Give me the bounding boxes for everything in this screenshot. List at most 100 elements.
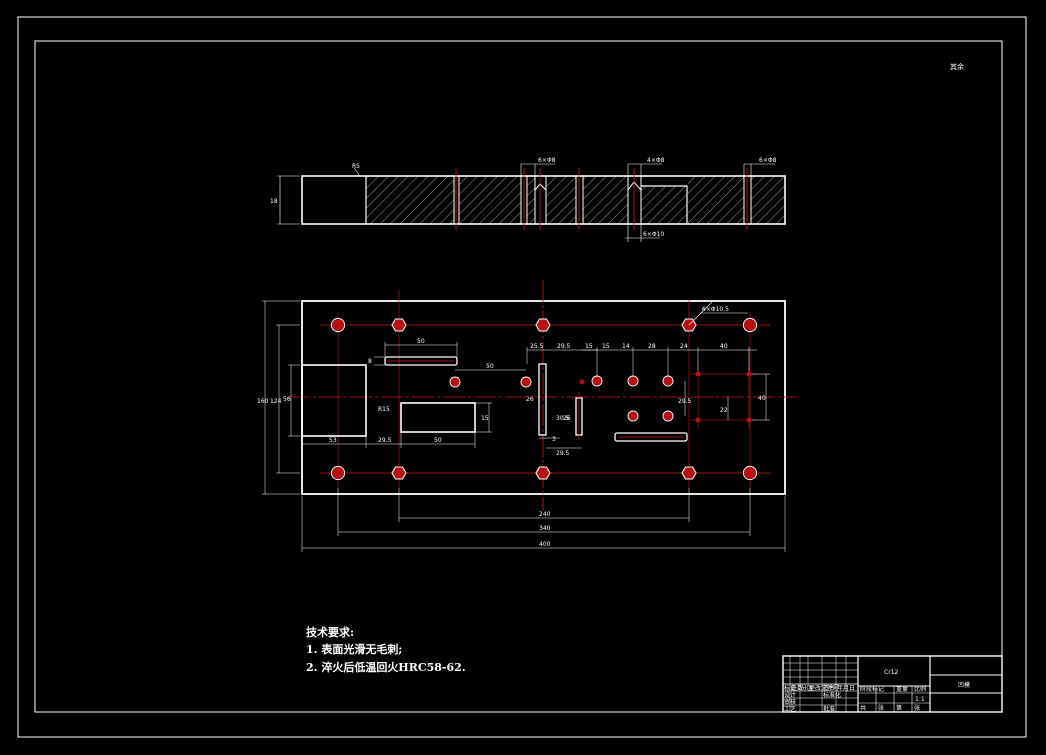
dim-text: 29.5	[556, 450, 570, 457]
section-outline	[301, 175, 786, 225]
small-hole	[662, 410, 674, 422]
tb-label: 签名	[823, 684, 835, 692]
mounting-hole	[742, 465, 758, 481]
tb-label: 工艺	[784, 705, 796, 713]
section-note: R5	[352, 163, 360, 170]
hatch-region	[641, 186, 687, 224]
tb-label: 共	[860, 704, 866, 712]
small-hole	[627, 375, 639, 387]
dim-text: 24	[680, 343, 688, 350]
mounting-hole	[330, 465, 346, 481]
dim-text: 400	[539, 541, 551, 548]
section-note: 6×Φ8	[759, 157, 777, 164]
section-view: 18 R5 6×Φ8 4×Φ8 6×Φ8 6×Φ10	[270, 157, 786, 242]
tb-label: 第	[896, 704, 902, 712]
dim-text: 40	[720, 343, 728, 350]
hatch-region	[751, 176, 785, 224]
dim-text: 50	[434, 437, 442, 444]
tb-label: 标准化	[823, 691, 841, 699]
mounting-hole	[535, 466, 551, 480]
tech-item: 1. 表面光滑无毛刺;	[306, 642, 402, 656]
dim-text: 15	[481, 415, 489, 422]
outer-border	[17, 16, 1027, 738]
hatch-region	[459, 176, 521, 224]
title-block: 标记 处数 分区 更改文件号 签名 年月日 设计 标准化 阶段标记 重量 比例 …	[782, 655, 1003, 713]
section-note: 6×Φ10	[643, 231, 664, 238]
hatch-region	[688, 176, 744, 224]
small-hole	[627, 410, 639, 422]
small-hole	[662, 375, 674, 387]
tech-requirements: 技术要求: 1. 表面光滑无毛刺; 2. 淬火后低温回火HRC58-62.	[306, 625, 466, 674]
tb-label: 阶段标记	[860, 685, 884, 693]
section-note: 6×Φ8	[538, 157, 556, 164]
dim-text: 22	[720, 407, 728, 414]
tb-label: 年月日	[837, 684, 855, 692]
dim-text: 28	[648, 343, 656, 350]
vertical-slot	[538, 363, 547, 436]
tb-label: 张	[914, 704, 920, 712]
tb-label: 重量	[896, 685, 908, 693]
dim-text: 50	[486, 363, 494, 370]
corner-note: 其余	[950, 62, 964, 71]
mounting-hole	[391, 318, 407, 332]
tb-label: 张	[878, 704, 884, 712]
tb-label: 批准	[823, 705, 835, 713]
plan-view: 6×Φ10.5 160	[257, 280, 798, 552]
tb-part-name: 凹模	[958, 681, 970, 689]
tech-item: 2. 淬火后低温回火HRC58-62.	[306, 660, 466, 674]
tb-scale: 1:1	[915, 696, 925, 703]
dim-text: 50	[417, 338, 425, 345]
dim-text: 3	[552, 436, 556, 443]
mounting-hole	[391, 466, 407, 480]
tb-label: 标记	[784, 684, 796, 692]
pin-hole	[579, 379, 585, 385]
dim-text: 8	[368, 358, 372, 365]
dim-text: 240	[539, 511, 551, 518]
long-slot	[614, 432, 688, 442]
hole-callout: 6×Φ10.5	[702, 306, 729, 313]
mounting-hole	[330, 317, 346, 333]
dim-text: 40	[758, 395, 766, 402]
dim-text: 29.5	[557, 343, 571, 350]
hatch-region	[366, 176, 454, 224]
dim-text: 124	[270, 398, 282, 405]
tb-material: Cr12	[884, 669, 898, 676]
dim-text: 53	[329, 437, 337, 444]
mounting-hole	[742, 317, 758, 333]
dim-text: 15	[602, 343, 610, 350]
rect-pocket	[400, 402, 476, 433]
tb-label: 更改文件号	[809, 684, 839, 692]
section-note: 4×Φ8	[647, 157, 665, 164]
square-pocket	[301, 364, 367, 437]
tech-title: 技术要求:	[306, 625, 354, 639]
section-height-dim: 18	[270, 198, 278, 205]
dim-text: 14	[622, 343, 630, 350]
dim-text: 160	[257, 398, 269, 405]
tb-label: 设计	[784, 691, 796, 699]
hatch-region	[527, 176, 535, 224]
small-hole	[591, 375, 603, 387]
long-slot	[384, 356, 458, 366]
tb-label: 审核	[784, 698, 796, 706]
mounting-hole	[535, 318, 551, 332]
dim-text: 15	[585, 343, 593, 350]
mounting-hole	[681, 466, 697, 480]
tb-label: 比例	[914, 685, 926, 693]
dim-text: R15	[378, 406, 390, 413]
inner-frame	[34, 40, 1003, 713]
dim-text: 29.5	[378, 437, 392, 444]
dim-text: 30.5	[556, 415, 570, 422]
dim-text: 29.5	[678, 398, 692, 405]
hatch-region	[546, 176, 576, 224]
dim-text: 26	[563, 415, 571, 422]
dim-text: 25.5	[530, 343, 544, 350]
tb-label: 分区	[801, 684, 813, 692]
tb-label: 处数	[791, 684, 803, 692]
small-hole	[449, 376, 461, 388]
dim-text: 340	[539, 525, 551, 532]
small-hole	[520, 376, 532, 388]
dim-text: 56	[283, 396, 291, 403]
dim-text: 26	[526, 396, 534, 403]
hatch-region	[583, 176, 628, 224]
